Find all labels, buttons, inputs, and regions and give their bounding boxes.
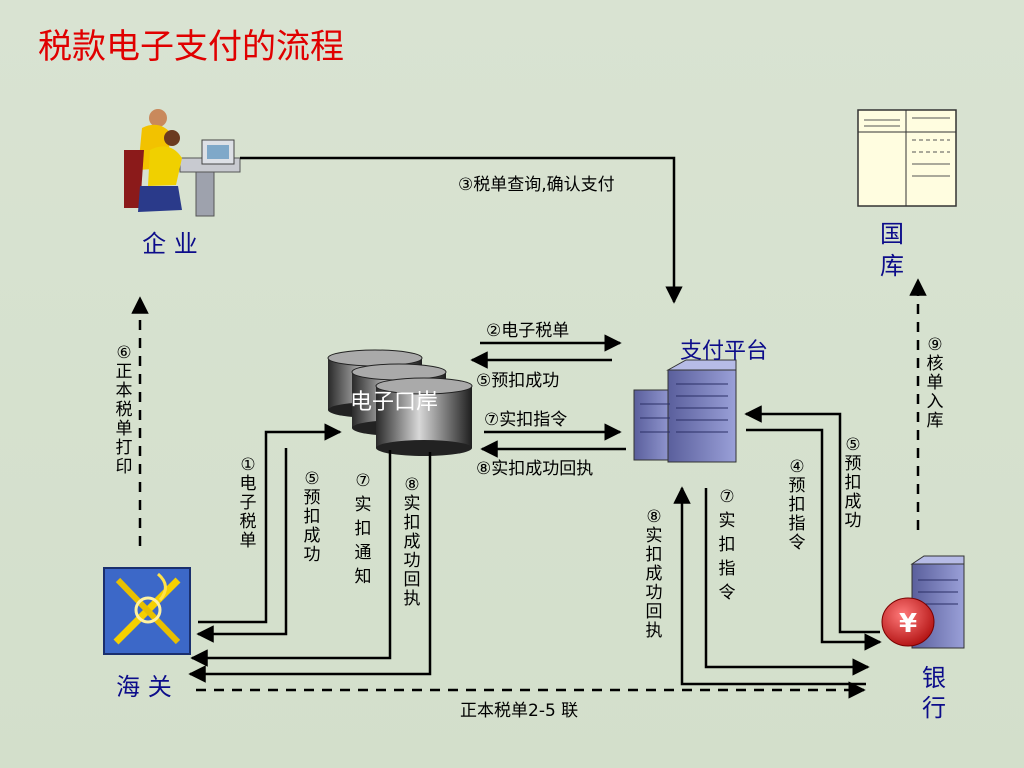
treasury-label-char-1: 国 [880, 220, 904, 248]
svg-text:¥: ¥ [899, 609, 917, 639]
arrow-step7c [704, 488, 870, 676]
page-title: 税款电子支付的流程 [38, 27, 344, 67]
label-step5a: ⑤预扣成功 [476, 371, 559, 391]
enterprise-label: 企 业 [142, 230, 198, 258]
label-step8a: ⑧实扣成功回执 [476, 459, 593, 479]
arrow-step1 [198, 423, 342, 624]
arrow-step4 [746, 428, 882, 651]
bank-label-char-1: 银 [922, 664, 946, 692]
arrow-step7b [190, 450, 392, 667]
arrow-step3 [240, 156, 683, 304]
customs-emblem-icon [103, 567, 191, 655]
arrow-step5c [744, 405, 880, 634]
arrow-step5b [196, 448, 288, 643]
flow-arrows [131, 156, 927, 699]
customs-label: 海 关 [116, 673, 172, 701]
database-cylinders-icon [327, 349, 473, 456]
server-icon [633, 359, 737, 463]
treasury-label-char-2: 库 [880, 252, 904, 280]
label-bottom: 正本税单2-5 联 [460, 701, 578, 721]
label-step2: ②电子税单 [486, 321, 569, 341]
arrow-step8c [673, 486, 866, 686]
bank-label-char-2: 行 [922, 694, 946, 722]
bank-server-icon: ¥ [881, 555, 965, 649]
arrow-step8b [188, 452, 432, 683]
ledger-document-icon [857, 109, 957, 207]
label-step3: ③税单查询,确认支付 [458, 175, 615, 195]
label-step7a: ⑦实扣指令 [484, 410, 567, 430]
office-workers-icon [124, 109, 241, 217]
platform-label: 支付平台 [680, 339, 768, 364]
eport-label: 电子口岸 [350, 390, 438, 415]
